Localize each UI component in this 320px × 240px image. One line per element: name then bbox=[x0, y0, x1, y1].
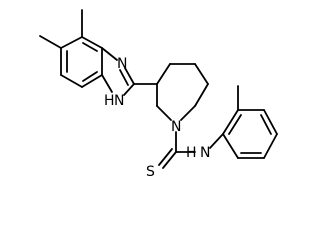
atom-label-nh-n: N bbox=[114, 93, 124, 109]
bond-t1-t2 bbox=[222, 109, 239, 135]
bond-n3-c2 bbox=[124, 67, 135, 85]
bond-methyl-left bbox=[39, 35, 62, 49]
bond-t4-t5 bbox=[263, 133, 278, 159]
bond-b3-b4-inner bbox=[82, 71, 98, 82]
atom-label-s: S bbox=[146, 164, 155, 180]
bond-pip3-pip4 bbox=[156, 63, 171, 85]
benzene-ring-fused bbox=[60, 36, 103, 88]
piperidine-ring bbox=[156, 63, 209, 121]
tolyl-ring bbox=[222, 109, 278, 159]
bond-pip5-pip6 bbox=[194, 63, 209, 85]
bond-b4-b5 bbox=[60, 74, 83, 88]
chemical-structure: N N H N S N H bbox=[39, 9, 278, 180]
bond-c3a-n3 bbox=[101, 47, 118, 61]
bond-c2-n1 bbox=[123, 83, 135, 96]
bond-t6-t1 bbox=[222, 133, 239, 159]
bond-cthio-s-a bbox=[162, 151, 177, 169]
bond-pip7-n bbox=[180, 105, 196, 121]
bond-t3-t4-inner bbox=[260, 114, 272, 135]
atom-label-nh-h: H bbox=[104, 93, 115, 109]
bond-b1-b2-inner bbox=[82, 42, 98, 52]
bond-b3-b4 bbox=[81, 74, 103, 88]
atom-label-n3: N bbox=[117, 56, 127, 72]
bond-t3-t4 bbox=[263, 109, 278, 135]
bond-n3-c2-inner bbox=[119, 69, 129, 86]
bond-cthio-s-b bbox=[158, 148, 173, 166]
atom-label-amide-n: N bbox=[200, 145, 210, 161]
atom-label-amide-h: H bbox=[186, 145, 197, 161]
bond-n-pip2 bbox=[156, 105, 172, 121]
bond-n1-c7a bbox=[101, 74, 113, 93]
imidazole-ring bbox=[101, 47, 135, 96]
atom-label-piperidine-n: N bbox=[171, 119, 181, 135]
bond-nh-aryl bbox=[209, 133, 224, 149]
bond-pip6-pip7 bbox=[194, 83, 209, 107]
bond-t1-t2-inner bbox=[228, 114, 242, 135]
bond-b1-b2 bbox=[81, 36, 103, 49]
bond-b6-b1 bbox=[60, 36, 83, 49]
